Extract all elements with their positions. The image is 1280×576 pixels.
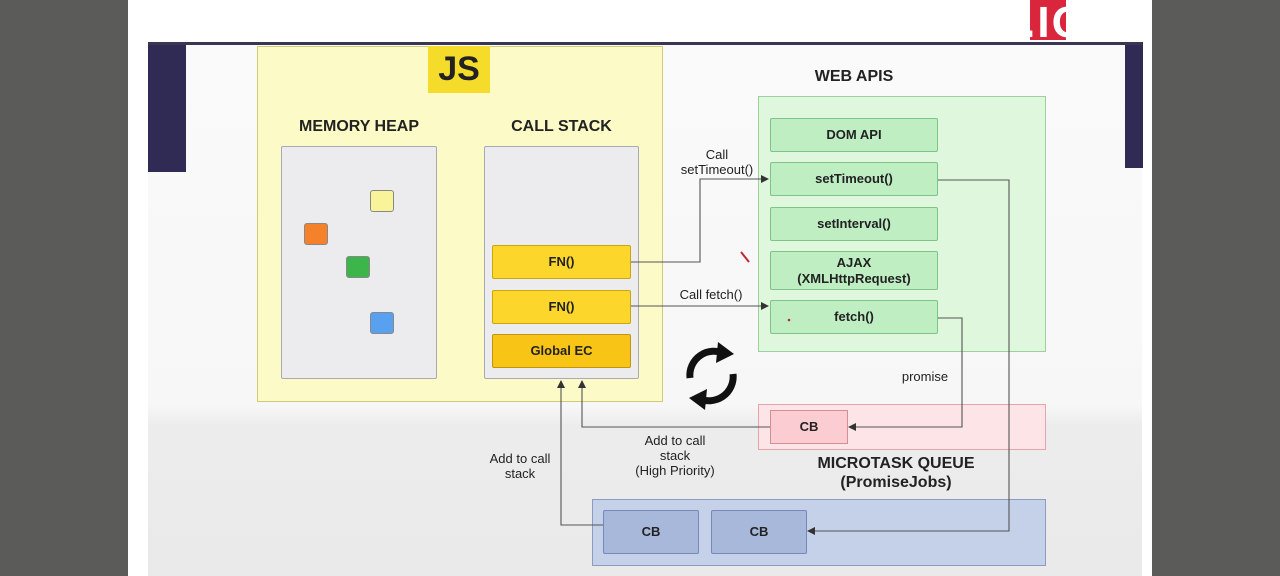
web-api-ajax-sublabel: (XMLHttpRequest) <box>797 270 911 286</box>
call-stack-frame-global-ec: Global EC <box>492 334 631 368</box>
web-api-ajax: AJAX (XMLHttpRequest) <box>770 251 938 290</box>
label-add-high-3: (High Priority) <box>635 463 715 478</box>
microtask-queue-title: MICROTASK QUEUE <box>817 455 975 472</box>
web-api-setinterval: setInterval() <box>770 207 938 241</box>
heap-block <box>346 256 370 278</box>
arrow-promise <box>848 317 963 431</box>
slide-top-line <box>148 42 1142 45</box>
web-apis-title: WEB APIS <box>814 68 894 85</box>
call-stack-title: CALL STACK <box>511 118 612 135</box>
web-api-dom: DOM API <box>770 118 938 152</box>
label-settimeout: setTimeout() <box>680 162 754 177</box>
arrow-microtask-to-stack <box>578 380 770 428</box>
arrow-call-settimeout <box>631 175 769 263</box>
label-promise: promise <box>901 369 949 384</box>
web-api-settimeout: setTimeout() <box>770 162 938 196</box>
callback-queue-cb: CB <box>603 510 699 554</box>
arrow-queue-to-stack <box>557 380 603 526</box>
event-loop-icon <box>686 347 737 405</box>
annotation-mark <box>740 251 750 263</box>
call-stack-frame-fn: FN() <box>492 290 631 324</box>
web-api-ajax-label: AJAX <box>836 254 872 270</box>
js-logo: JS <box>428 46 490 93</box>
label-add-2: stack <box>504 466 536 481</box>
call-stack-frame-fn: FN() <box>492 245 631 279</box>
memory-heap-title: MEMORY HEAP <box>298 118 419 135</box>
slide-accent-left <box>148 42 186 172</box>
heap-block <box>370 312 394 334</box>
arrow-settimeout-to-queue <box>807 179 1010 535</box>
callback-queue-cb: CB <box>711 510 807 554</box>
watermark-accent <box>1030 0 1066 40</box>
label-add-high-2: stack <box>659 448 691 463</box>
label-call: Call <box>705 147 729 162</box>
label-add-high-1: Add to call <box>644 433 706 448</box>
annotation-dot <box>787 318 791 322</box>
label-call-fetch: Call fetch() <box>679 287 743 302</box>
watermark: ED.IO <box>958 0 1088 47</box>
microtask-queue-subtitle: (PromiseJobs) <box>840 474 952 491</box>
heap-block <box>304 223 328 245</box>
heap-block <box>370 190 394 212</box>
label-add-1: Add to call <box>489 451 551 466</box>
web-api-fetch: fetch() <box>770 300 938 334</box>
slide-accent-right <box>1125 42 1143 168</box>
microtask-cb: CB <box>770 410 848 444</box>
